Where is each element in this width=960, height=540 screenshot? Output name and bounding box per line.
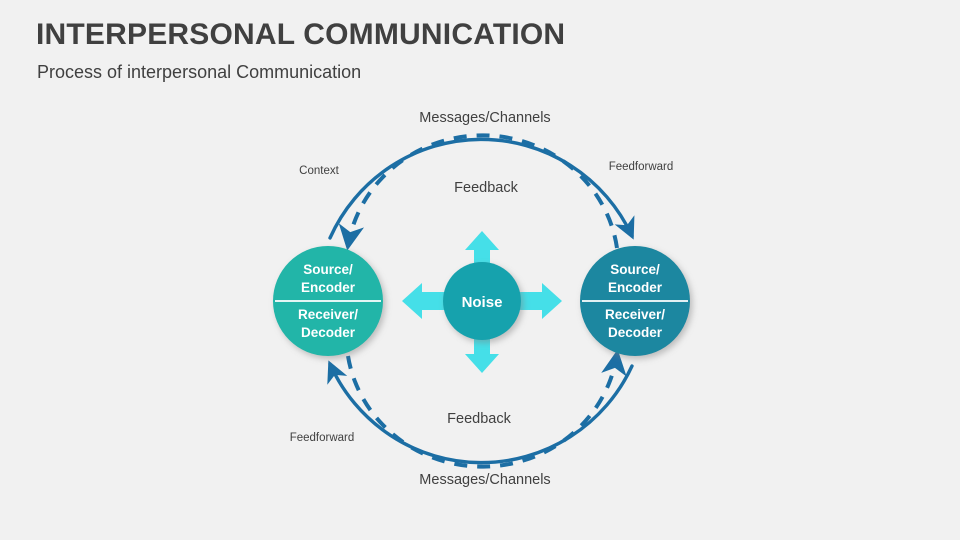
right-party-receiver-line1: Receiver/ [605,307,665,322]
label-messages-channels-bottom: Messages/Channels [419,472,550,488]
noise-circle[interactable] [443,262,521,340]
left-party-receiver-line2: Decoder [301,325,356,340]
left-party-receiver-line1: Receiver/ [298,307,358,322]
label-messages-channels-top: Messages/Channels [419,110,550,126]
outer-message-arcs [327,137,635,465]
label-context: Context [299,165,339,177]
messages-channels-arc-bottom [327,360,634,465]
label-feedforward-bottom: Feedforward [290,432,355,444]
page-title: INTERPERSONAL COMMUNICATION [36,18,566,51]
right-party-receiver-line2: Decoder [608,325,663,340]
right-party-source-line1: Source/ [610,262,660,277]
label-feedback-top: Feedback [454,180,518,196]
messages-channels-arc-top [328,137,635,240]
left-party-source-line2: Encoder [301,280,356,295]
noise-arrow-up-icon [465,231,499,290]
noise-label: Noise [462,294,503,311]
label-feedback-bottom: Feedback [447,411,511,427]
page-subtitle: Process of interpersonal Communication [37,62,362,82]
right-party-source-line2: Encoder [608,280,663,295]
left-party-source-line1: Source/ [303,262,353,277]
noise-node[interactable] [443,262,521,340]
label-feedforward-top: Feedforward [609,161,674,173]
feedback-arc-top [338,133,619,251]
inner-feedback-arcs [338,133,627,469]
noise-arrow-down-icon [465,314,499,373]
feedback-arc-bottom [346,349,627,469]
